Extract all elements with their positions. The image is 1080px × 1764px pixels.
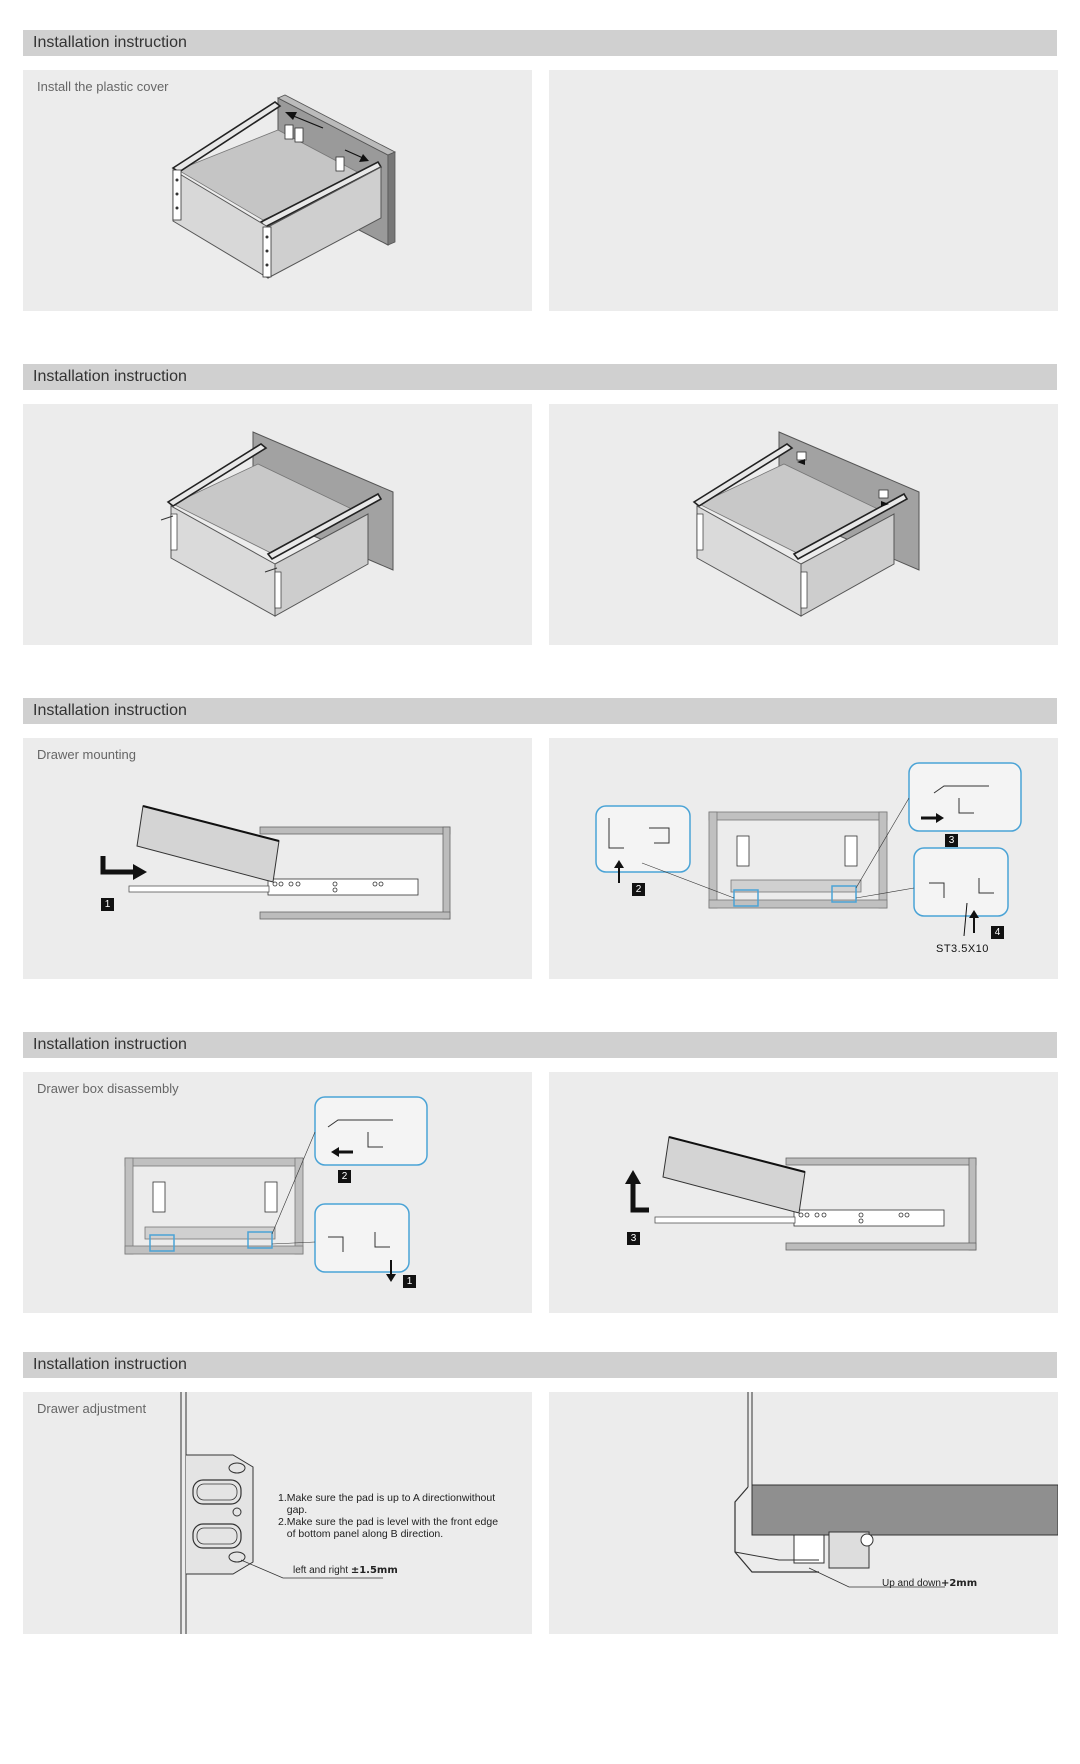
section-header-3: Installation instruction [23,698,1057,724]
step-badge-2: 2 [338,1170,351,1183]
panel-empty [549,70,1058,311]
section-header-title: Installation instruction [33,368,187,385]
panel-drawer-mounting: Drawer mounting 1 [23,738,532,979]
step-badge-3: 3 [627,1232,640,1245]
lr-value: ±1.5mm [350,1565,398,1576]
panel-height-adjustment: Up and down+2mm [549,1392,1058,1634]
panel-plastic-cover: Install the plastic cover [23,70,532,311]
note-line: gap. [278,1504,308,1516]
panel-caption: Drawer box disassembly [37,1081,179,1096]
panel-drawer-removal: 3 [549,1072,1058,1313]
panel-box-disassembly: Drawer box disassembly 2 1 [23,1072,532,1313]
screw-spec-label: ST3.5X10 [936,943,989,955]
step-badge-4: 4 [991,926,1004,939]
panel-rails-covers [549,404,1058,645]
drawer-disassembly-illustration [124,1096,428,1282]
section-header-5: Installation instruction [23,1352,1057,1378]
step-badge-1: 1 [403,1275,416,1288]
note-line: of bottom panel along B direction. [278,1528,444,1540]
ud-adjustment-label: Up and down+2mm [882,1578,977,1589]
panel-drawer-locking: 2 3 4 ST3.5X10 [549,738,1058,979]
adjustment-side-illustration [180,1392,383,1634]
section-header-title: Installation instruction [33,702,187,719]
drawer-removal-illustration [625,1136,977,1251]
drawer-cover-illustration [171,94,396,279]
drawer-rails-covers-illustration [692,431,920,617]
lr-label: left and right [293,1565,351,1576]
step-badge-1: 1 [101,898,114,911]
note-line: 1.Make sure the pad is up to A direction… [278,1492,496,1504]
panel-caption: Install the plastic cover [37,79,169,94]
note-line: 2.Make sure the pad is level with the fr… [278,1516,499,1528]
section-header-4: Installation instruction [23,1032,1057,1058]
section-header-title: Installation instruction [33,1356,187,1373]
panel-caption: Drawer adjustment [37,1401,147,1416]
section-header-2: Installation instruction [23,364,1057,390]
ud-label: Up and down [882,1578,941,1589]
ud-value: +2mm [940,1578,978,1589]
panel-drawer-adjustment: Drawer adjustment 1.Make sure the pad is… [23,1392,532,1634]
section-header-title: Installation instruction [33,34,187,51]
step-badge-2: 2 [632,883,645,896]
panel-caption: Drawer mounting [37,747,136,762]
drawer-locking-illustration [595,762,1022,937]
section-header-1: Installation instruction [23,30,1057,56]
drawer-rails-illustration [160,431,394,617]
adjustment-notes: 1.Make sure the pad is up to A direction… [278,1492,518,1540]
panel-rails-install [23,404,532,645]
lr-adjustment-label: left and right ±1.5mm [293,1565,398,1576]
adjustment-front-illustration [734,1392,1058,1588]
drawer-mounting-illustration [100,805,451,920]
section-header-title: Installation instruction [33,1036,187,1053]
step-badge-3: 3 [945,834,958,847]
